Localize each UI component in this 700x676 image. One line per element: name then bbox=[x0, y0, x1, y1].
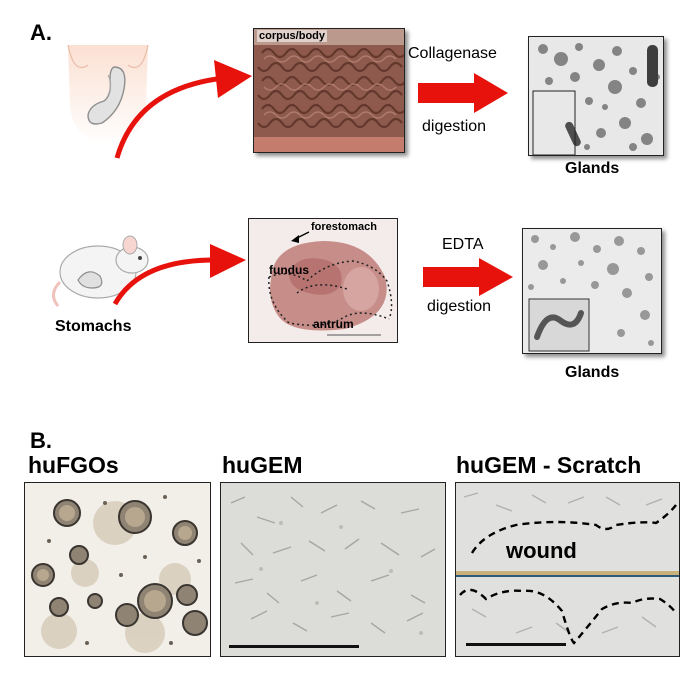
curved-arrow-human bbox=[114, 60, 252, 159]
step-edta: EDTA bbox=[442, 236, 484, 253]
wound-label: wound bbox=[506, 538, 577, 563]
human-stomach-corpus-photo: corpus/body bbox=[253, 28, 405, 153]
straight-arrow-collagenase bbox=[418, 73, 508, 113]
human-torso-illustration bbox=[67, 45, 149, 145]
hugem-scratch-micrograph: wound bbox=[455, 482, 680, 657]
step-digestion-human: digestion bbox=[422, 118, 487, 135]
human-glands-micrograph bbox=[528, 36, 664, 156]
scratch-texture bbox=[456, 483, 679, 656]
straight-arrow-edta bbox=[423, 258, 513, 296]
hufgos-micrograph bbox=[24, 482, 211, 657]
panel-a-label: A. bbox=[30, 20, 52, 45]
corpus-label: corpus/body bbox=[257, 30, 328, 42]
result-glands-human: Glands bbox=[565, 160, 620, 177]
human-glands-texture bbox=[529, 37, 663, 155]
mouse-stomach-texture bbox=[249, 219, 397, 342]
mouse-glands-micrograph bbox=[522, 228, 662, 354]
title-hufgos: huFGOs bbox=[28, 452, 119, 478]
corpus-tissue-texture bbox=[254, 29, 404, 152]
label-forestomach: forestomach bbox=[311, 221, 378, 233]
hugem-micrograph bbox=[220, 482, 446, 657]
curved-arrow-mouse bbox=[112, 244, 246, 306]
mouse-stomach-photo: forestomach fundus antrum bbox=[248, 218, 398, 343]
mouse-glands-texture bbox=[523, 229, 661, 353]
mouse-illustration bbox=[52, 235, 149, 307]
fibroblast-texture bbox=[221, 483, 445, 656]
organoid-texture bbox=[25, 483, 210, 656]
result-glands-mouse: Glands bbox=[565, 364, 620, 381]
title-hugem: huGEM bbox=[222, 452, 303, 478]
step-digestion-mouse: digestion bbox=[427, 298, 492, 315]
label-fundus: fundus bbox=[269, 263, 309, 277]
step-collagenase: Collagenase bbox=[408, 45, 497, 62]
panel-b-label: B. bbox=[30, 428, 52, 453]
label-antrum: antrum bbox=[313, 317, 354, 331]
mouse-stomachs-label: Stomachs bbox=[55, 318, 132, 335]
title-hugem-scratch: huGEM - Scratch bbox=[456, 452, 642, 478]
